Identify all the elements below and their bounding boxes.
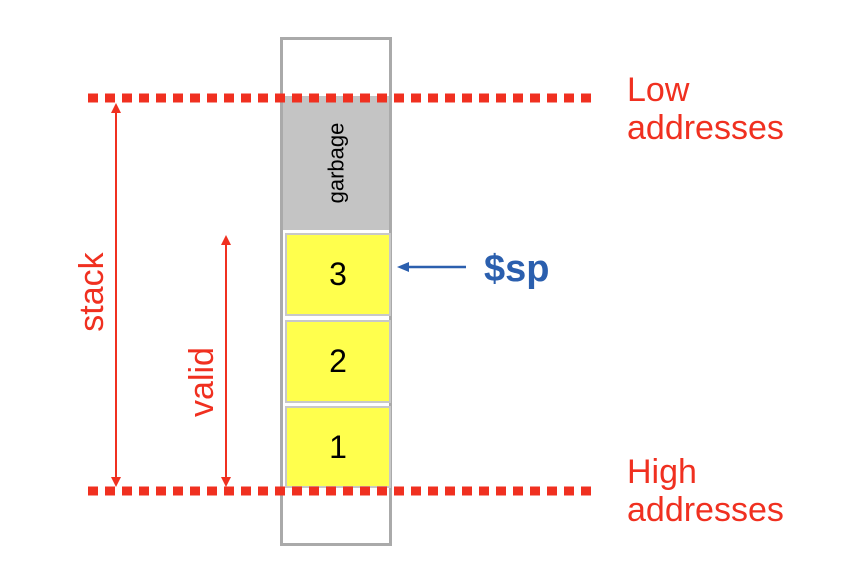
low-addresses-line-2: addresses <box>627 109 784 147</box>
low-addresses-label: Low addresses <box>627 71 784 147</box>
stack-cell-value: 1 <box>329 428 347 465</box>
low-addresses-line-1: Low <box>627 71 690 109</box>
stack-cell-3: 3 <box>285 233 391 316</box>
high-addresses-label: High addresses <box>627 453 784 529</box>
stack-cell-2: 2 <box>285 320 391 403</box>
stack-cell-1: 1 <box>285 406 391 488</box>
high-addresses-line-1: High <box>627 453 697 491</box>
valid-label: valid <box>183 347 221 417</box>
stack-pointer-label: $sp <box>484 248 550 290</box>
garbage-region: garbage <box>283 96 389 230</box>
stack-label: stack <box>73 252 111 332</box>
stack-cell-value: 2 <box>329 343 347 379</box>
high-addresses-line-2: addresses <box>627 491 784 529</box>
stack-cell-value: 3 <box>329 256 347 292</box>
